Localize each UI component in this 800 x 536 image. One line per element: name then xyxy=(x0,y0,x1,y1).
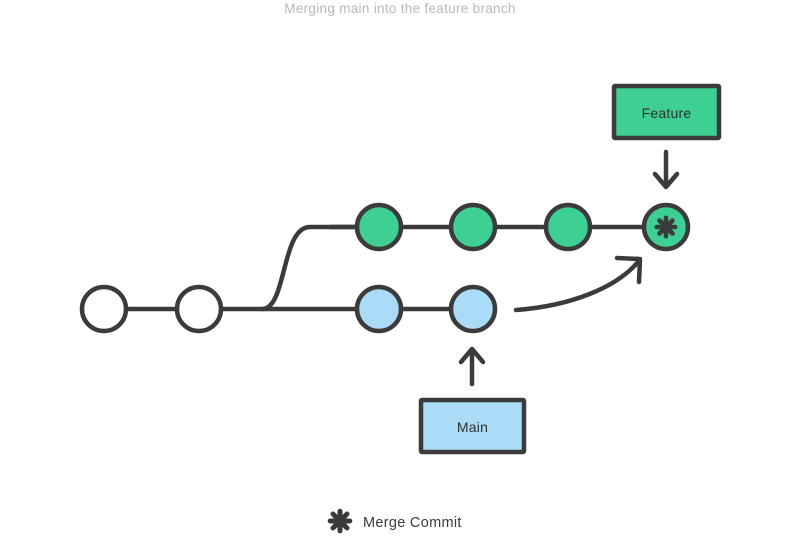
feature-box-label: Feature xyxy=(642,105,692,121)
page-title: Merging main into the feature branch xyxy=(284,1,515,16)
commit-node-feature-1[interactable] xyxy=(354,202,404,252)
legend-merge-commit-asterisk-icon xyxy=(327,508,353,534)
feature-box-rect xyxy=(611,83,722,141)
commit-node-feature-2[interactable] xyxy=(448,202,498,252)
main-commit-nodes xyxy=(79,284,498,334)
commit-node-main-1[interactable] xyxy=(354,284,404,334)
main-box-label: Main xyxy=(457,419,488,435)
main-label-box[interactable]: Main xyxy=(418,397,527,455)
feature-label-box[interactable]: Feature xyxy=(611,83,722,141)
legend-label: Merge Commit xyxy=(363,515,462,531)
down-arrow-icon xyxy=(652,149,680,190)
curved-merge-arrow-icon xyxy=(513,255,643,313)
merge-commit-node[interactable] xyxy=(641,202,691,252)
main-box-rect xyxy=(418,397,527,455)
legend: Merge Commit xyxy=(327,508,462,534)
commit-node-main-2[interactable] xyxy=(448,284,498,334)
merge-commit-asterisk-icon xyxy=(654,215,678,239)
commit-node-base-2[interactable] xyxy=(174,284,224,334)
up-arrow-icon xyxy=(458,346,486,387)
commit-node-base-1[interactable] xyxy=(79,284,129,334)
feature-commit-nodes xyxy=(354,202,593,252)
commit-node-feature-3[interactable] xyxy=(543,202,593,252)
branch-fork-curve xyxy=(259,224,382,312)
